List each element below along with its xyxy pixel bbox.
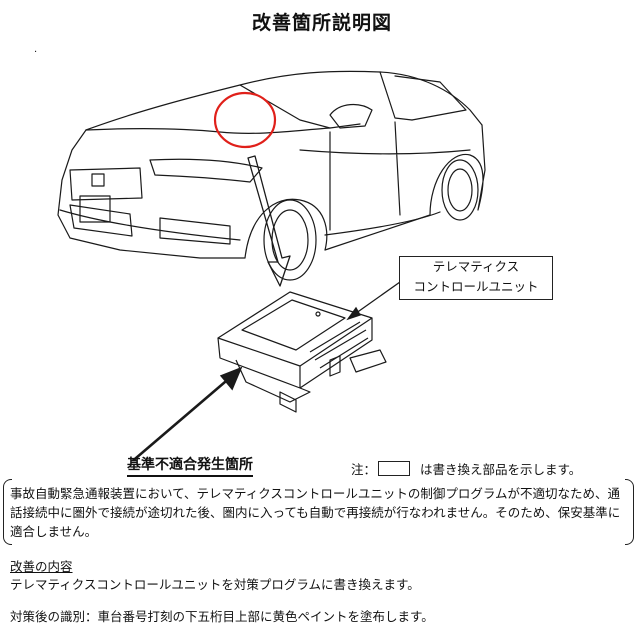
nonconformity-label: 基準不適合発生箇所 [127,454,253,477]
unit-label-line2: コントロールユニット [413,279,539,294]
vehicle-illustration [57,70,486,460]
highlight-circle [213,91,277,149]
note-suffix: は書き換え部品を示します。 [420,462,582,477]
rear-wheel [441,159,479,221]
legend-note: 注： は書き換え部品を示します。 [351,459,581,478]
car-mirror [329,104,373,129]
car-hood [85,123,361,134]
identification-text: 対策後の識別：車台番号打刻の下五桁目上部に黄色ペイントを塗布します。 [10,609,434,624]
car-license-plate [79,195,111,223]
rear-wheel-rim [447,168,473,212]
improvement-body: テレマティクスコントロールユニットを対策プログラムに書き換えます。 [10,577,420,592]
page-title: 改善箇所説明図 [251,12,392,34]
car-window-rear [394,75,467,121]
telematics-unit [217,291,387,413]
car-grille [69,167,143,201]
car-rocker [324,211,441,236]
car-roofline [85,70,483,131]
defect-description: 事故自動緊急通報装置において、テレマティクスコントロールユニットの制御プログラム… [10,486,621,539]
stray-mark: . [34,44,38,55]
car-bumper [59,209,241,241]
car-door-line [299,121,471,231]
unit-label-line1: テレマティクス [432,259,520,274]
car-lower-intake [69,204,231,245]
bracket-left [3,479,12,545]
improvement-heading: 改善の内容 [10,559,73,574]
car-headlight [149,158,263,183]
note-prefix: 注： [351,462,377,477]
pointer-arrow-label [346,281,401,321]
pointer-arrow-down [247,155,291,287]
legend-box [378,461,411,476]
car-logo [91,173,105,187]
pointer-arrow-bold [131,366,243,460]
front-wheel [263,199,317,281]
unit-callout-box: テレマティクス コントロールユニット [399,256,553,300]
bracket-right [625,479,634,545]
